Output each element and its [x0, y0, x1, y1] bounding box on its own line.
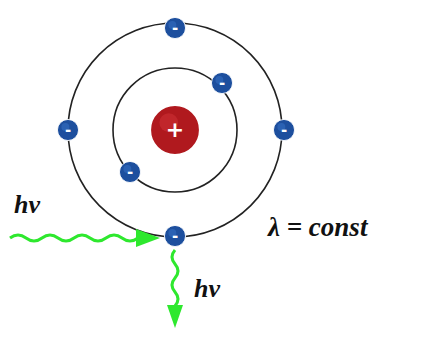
inner-orbit — [113, 68, 237, 192]
electron-sign: - — [172, 229, 178, 244]
electron-sign: - — [281, 123, 287, 138]
outgoing-photon-arrowhead — [167, 305, 183, 328]
electron-sign: - — [219, 76, 225, 91]
outer-orbit — [68, 23, 282, 237]
nucleus: + — [149, 104, 201, 156]
incoming-photon-arrowhead — [136, 229, 160, 247]
wavelength-note: λ = const — [268, 214, 367, 241]
electron: - — [273, 119, 295, 141]
electron-sign: - — [65, 123, 71, 138]
electron-sign: - — [172, 21, 178, 36]
electron-sign: - — [127, 165, 133, 180]
electron: - — [164, 17, 186, 39]
electron: - — [119, 161, 141, 183]
incoming-photon-wave — [10, 235, 138, 241]
electron: - — [211, 72, 233, 94]
nucleus-sign: + — [166, 119, 184, 141]
outgoing-photon-wave — [172, 250, 178, 306]
electron: - — [164, 225, 186, 247]
photon-label: hν — [14, 192, 40, 218]
photon-label: hν — [194, 276, 220, 302]
electron: - — [57, 119, 79, 141]
